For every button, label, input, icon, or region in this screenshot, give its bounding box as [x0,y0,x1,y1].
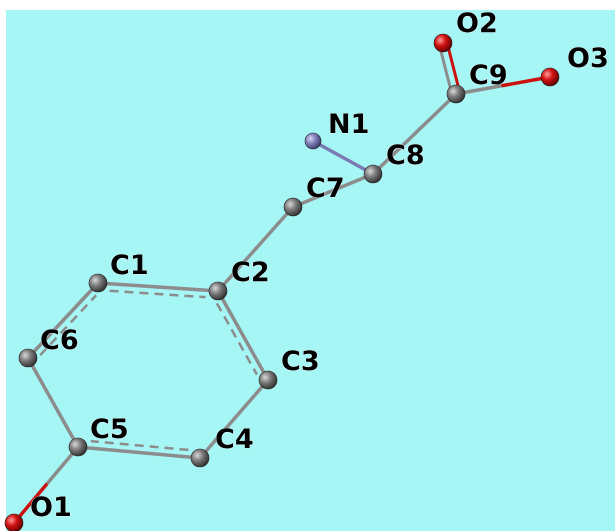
atom-c2 [208,281,228,301]
background [6,10,615,531]
bond-c4-c5 [76,439,202,460]
atom-c4 [190,448,210,468]
atom-c9 [446,84,466,104]
atom-label-c1: C1 [110,250,149,281]
atom-c3 [258,370,278,390]
bond-c2-c7 [216,205,295,293]
atoms [4,33,560,531]
atom-label-o1: O1 [30,492,72,523]
atom-c7 [283,197,303,217]
atom-label-n1: N1 [328,109,369,140]
atom-label-o2: O2 [456,8,498,39]
atom-c1 [88,273,108,293]
bond-c1-c2 [96,281,220,299]
atom-o3 [540,67,560,87]
atom-c5 [68,437,88,457]
bond-c8-c9 [371,92,458,176]
atom-label-o3: O3 [567,43,609,74]
atom-o1 [4,513,24,531]
atom-o2 [433,33,453,53]
atom-label-c4: C4 [215,424,254,455]
atom-label-c7: C7 [306,173,345,204]
bond-c9-o2 [437,41,462,96]
atom-label-c3: C3 [281,346,320,377]
atom-label-c8: C8 [386,140,425,171]
atom-label-c9: C9 [469,60,508,91]
atom-n1 [304,132,322,150]
atom-c8 [363,164,383,184]
atom-label-c5: C5 [90,414,129,445]
atom-label-c6: C6 [40,325,79,356]
atom-c6 [18,348,38,368]
atom-label-c2: C2 [231,257,270,288]
